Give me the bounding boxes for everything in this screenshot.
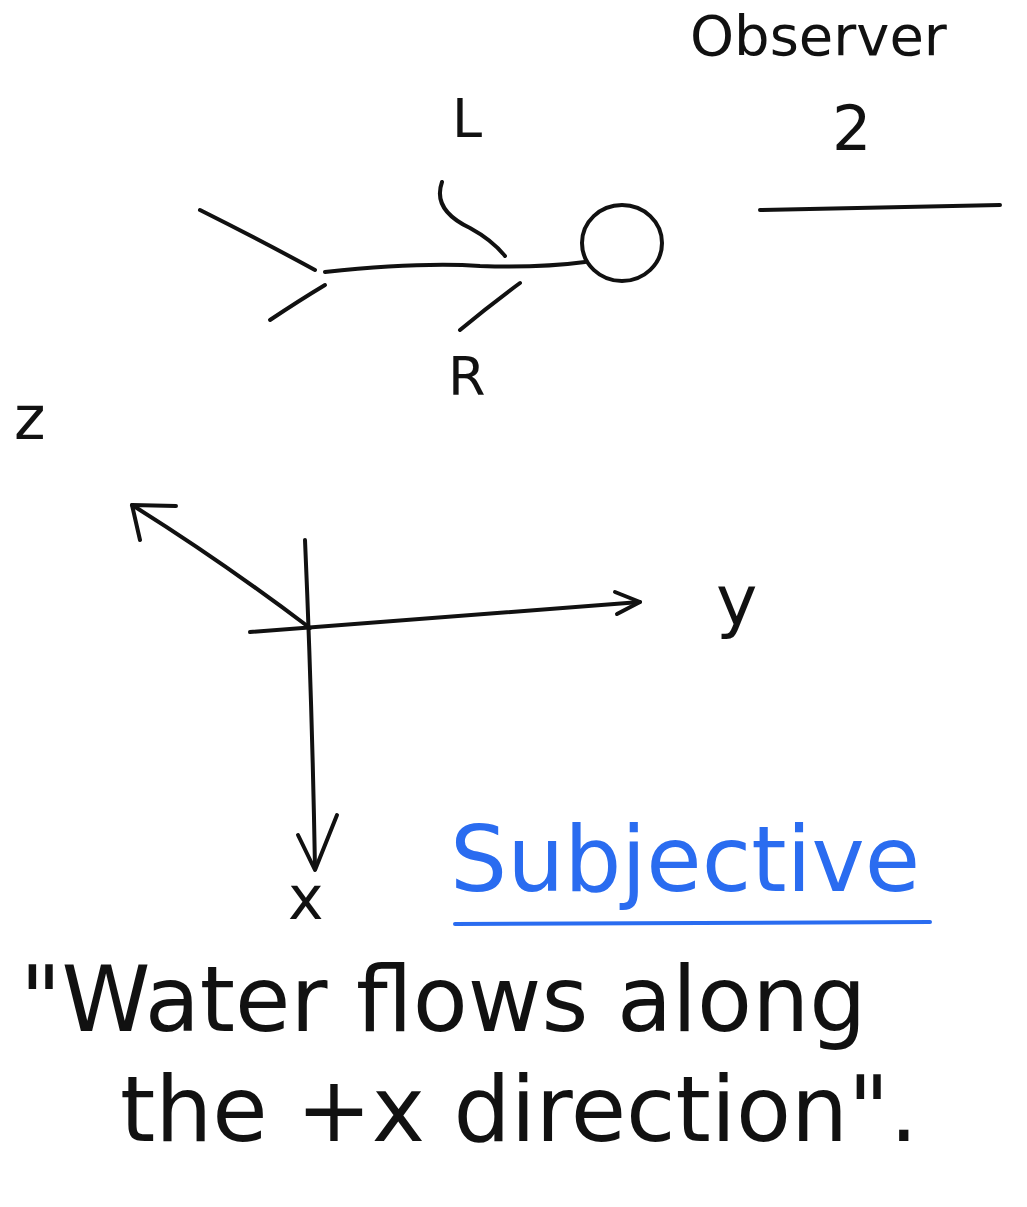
number-label: 2	[832, 98, 871, 160]
axis-label: y	[716, 566, 757, 636]
x-axis	[305, 540, 315, 868]
fin-right	[460, 283, 520, 330]
heading-label: Subjective	[450, 815, 920, 905]
arrowhead	[132, 505, 176, 540]
axis-label: z	[14, 388, 46, 448]
underline	[760, 205, 1000, 210]
underline	[455, 922, 930, 924]
arrowhead	[298, 815, 337, 870]
fish-body	[325, 262, 585, 272]
fish-tail	[200, 210, 315, 270]
z-axis	[132, 505, 310, 628]
arrowhead	[615, 592, 640, 614]
quote-note: "Water flows along the +x direction".	[20, 945, 970, 1165]
fish-head	[582, 205, 662, 281]
observer-label: Observer	[690, 8, 947, 64]
fin-label: L	[452, 92, 482, 146]
fin-left	[440, 182, 505, 256]
fish-tail	[270, 285, 325, 320]
axis-label: x	[288, 868, 324, 928]
fin-label: R	[448, 350, 486, 404]
